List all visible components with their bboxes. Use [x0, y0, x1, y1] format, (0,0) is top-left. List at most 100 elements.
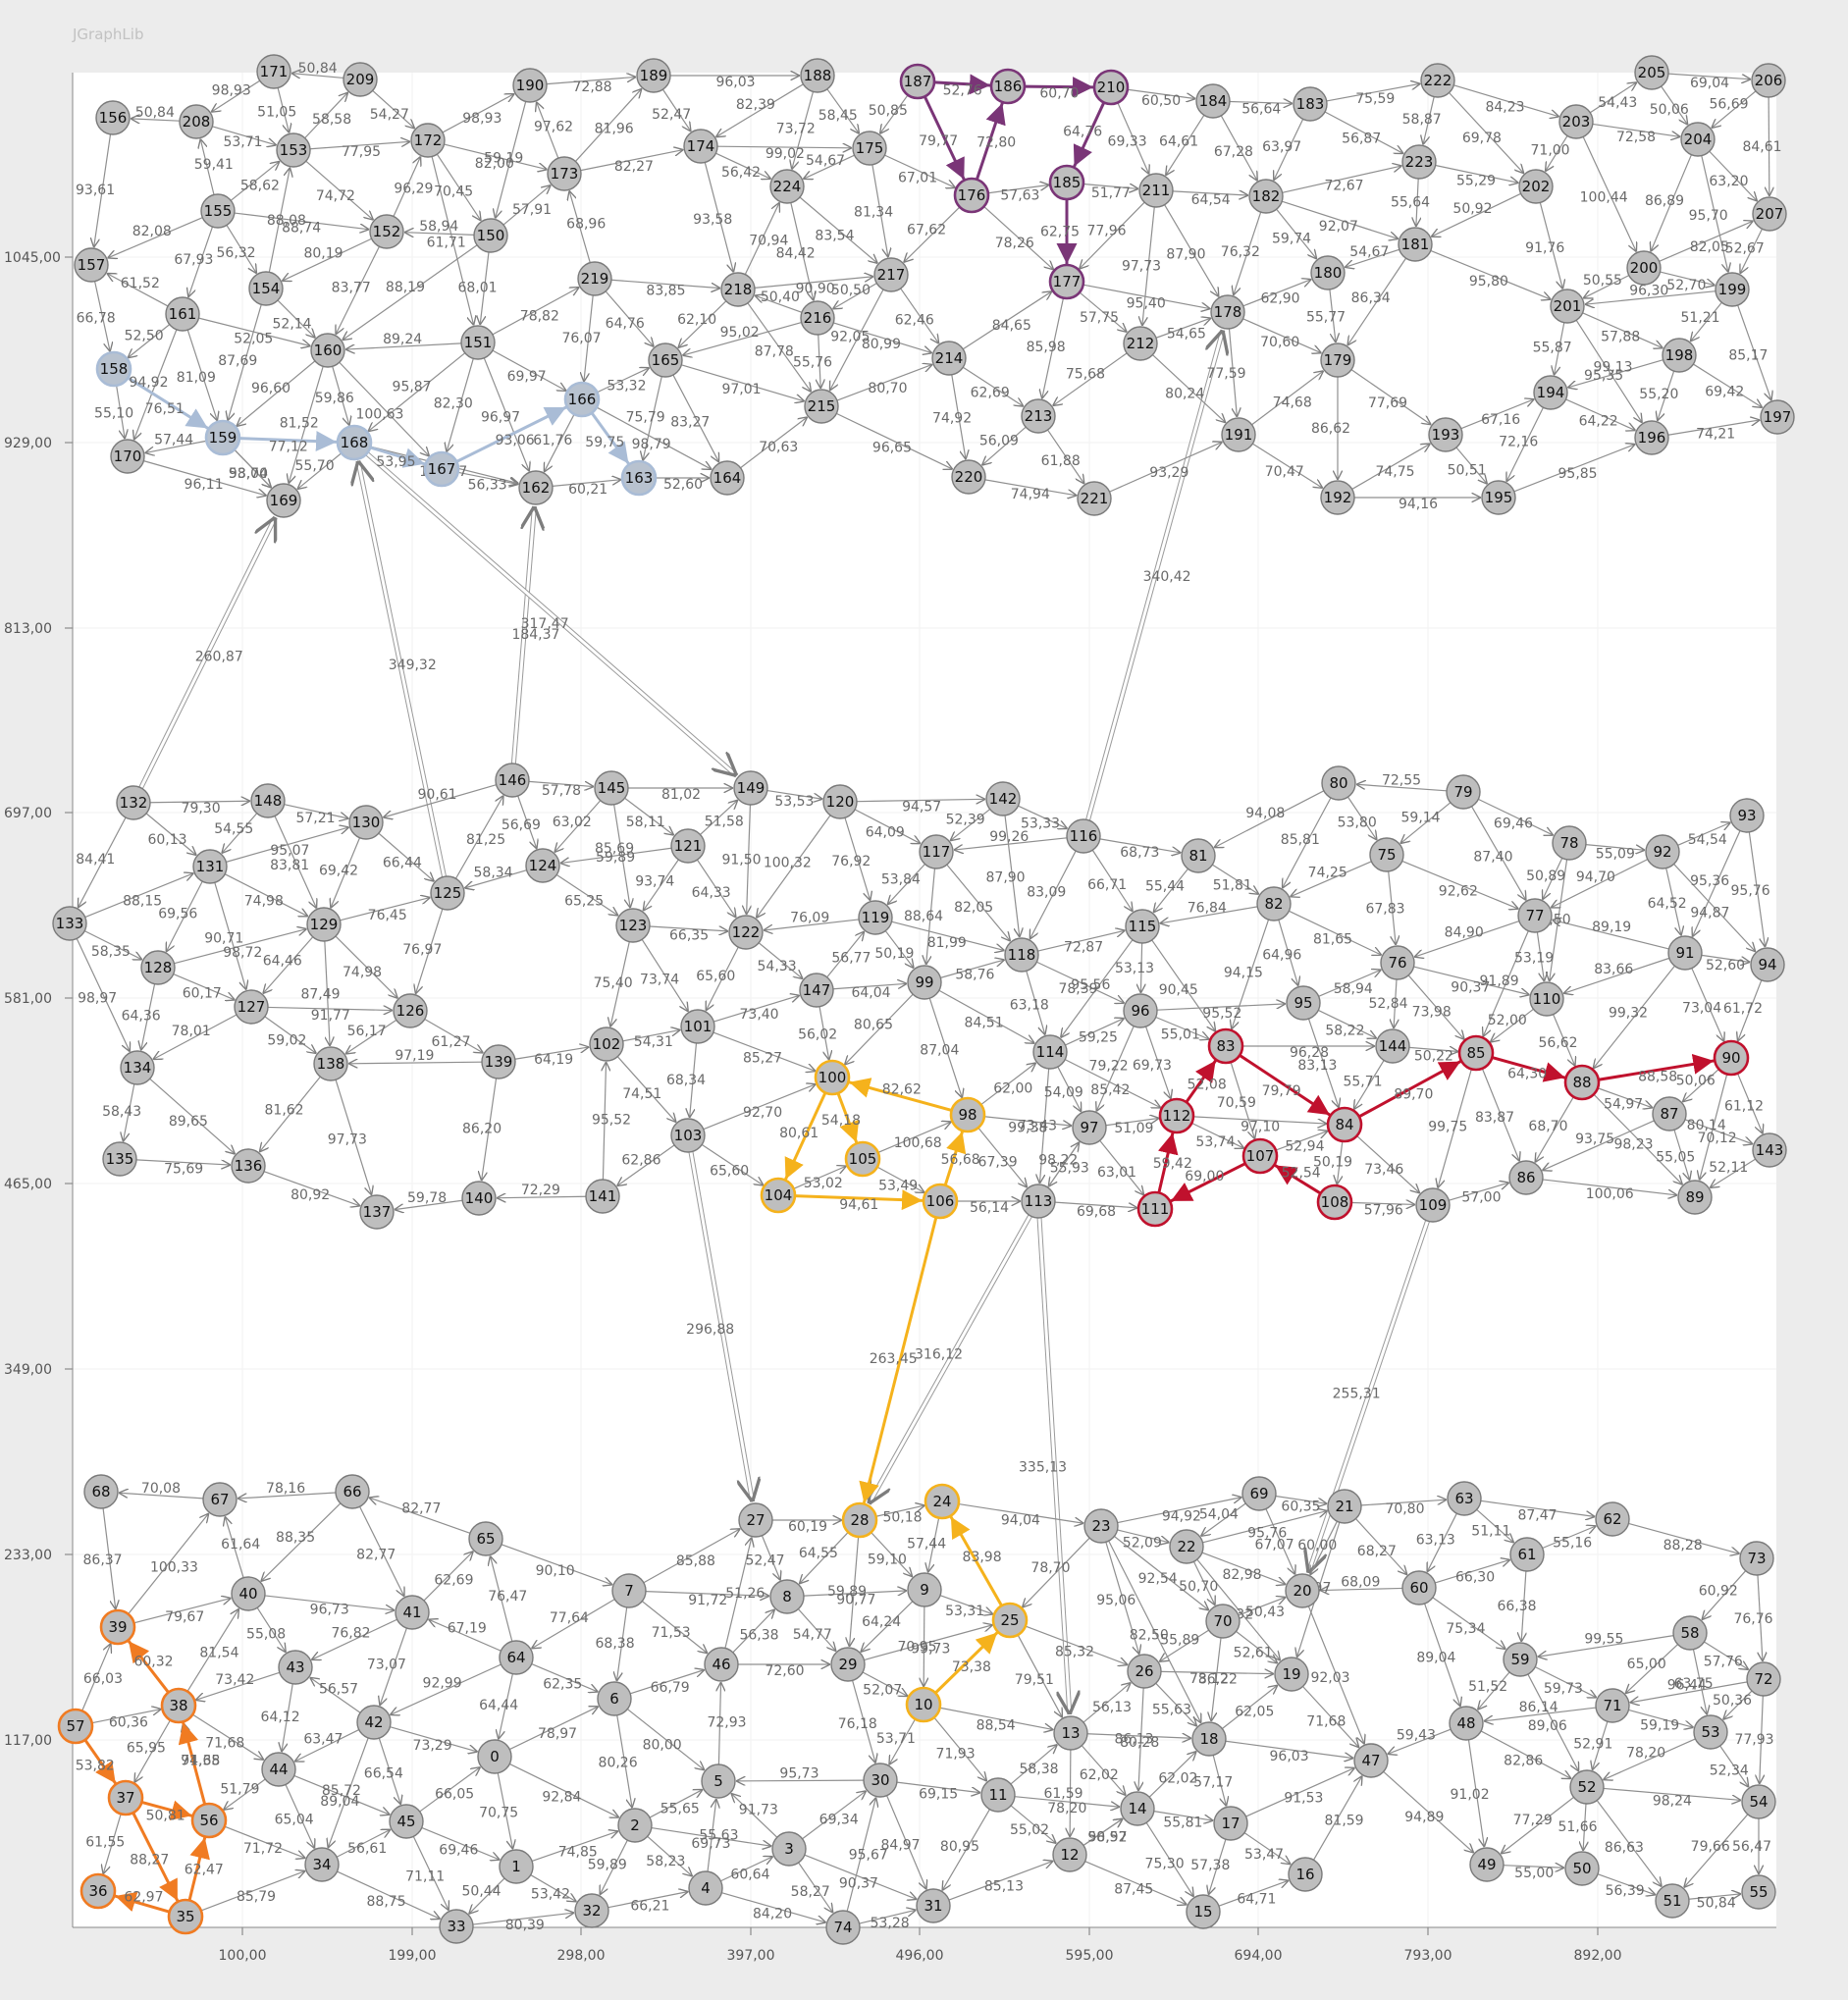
- node-circle[interactable]: [1529, 981, 1564, 1017]
- node-circle[interactable]: [518, 470, 554, 505]
- node-circle[interactable]: [1760, 399, 1795, 435]
- graph-node[interactable]: 148: [250, 783, 286, 818]
- node-circle[interactable]: [304, 1847, 340, 1882]
- graph-node[interactable]: 184: [1195, 83, 1231, 119]
- node-circle[interactable]: [99, 1608, 136, 1646]
- graph-node[interactable]: 152: [369, 214, 404, 249]
- node-circle[interactable]: [1310, 255, 1346, 290]
- graph-node[interactable]: 91: [1667, 935, 1703, 971]
- graph-node[interactable]: 41: [395, 1595, 430, 1630]
- graph-node[interactable]: 17: [1213, 1806, 1248, 1841]
- node-circle[interactable]: [393, 993, 428, 1028]
- node-circle[interactable]: [1320, 342, 1355, 378]
- node-circle[interactable]: [760, 1177, 797, 1214]
- node-circle[interactable]: [306, 907, 342, 942]
- graph-node[interactable]: 201: [1550, 289, 1585, 324]
- node-circle[interactable]: [1353, 1743, 1389, 1778]
- node-circle[interactable]: [1092, 69, 1130, 106]
- node-circle[interactable]: [1713, 1039, 1750, 1077]
- graph-node[interactable]: 180: [1310, 255, 1346, 290]
- node-circle[interactable]: [167, 1898, 204, 1935]
- node-circle[interactable]: [680, 1009, 715, 1044]
- node-circle[interactable]: [1169, 1529, 1204, 1564]
- node-circle[interactable]: [1595, 1688, 1630, 1723]
- node-circle[interactable]: [710, 460, 745, 496]
- graph-node[interactable]: 160: [310, 333, 345, 368]
- graph-node[interactable]: 50: [1564, 1851, 1600, 1886]
- graph-node[interactable]: 122: [728, 915, 764, 950]
- node-circle[interactable]: [1021, 1184, 1056, 1219]
- node-circle[interactable]: [1672, 1615, 1708, 1651]
- graph-node[interactable]: 154: [248, 271, 284, 306]
- node-circle[interactable]: [985, 781, 1021, 816]
- graph-node[interactable]: 105: [844, 1140, 881, 1178]
- graph-node[interactable]: 10: [905, 1686, 942, 1723]
- graph-node[interactable]: 205: [1634, 55, 1669, 90]
- node-circle[interactable]: [1558, 104, 1594, 139]
- graph-node[interactable]: 224: [769, 169, 805, 204]
- node-circle[interactable]: [1288, 1857, 1323, 1892]
- graph-node[interactable]: 217: [873, 257, 909, 292]
- graph-node[interactable]: 135: [102, 1141, 137, 1177]
- node-circle[interactable]: [1481, 480, 1516, 515]
- node-circle[interactable]: [1195, 83, 1231, 119]
- node-circle[interactable]: [771, 1831, 807, 1867]
- node-circle[interactable]: [800, 58, 835, 93]
- graph-node[interactable]: 25: [991, 1602, 1029, 1639]
- node-circle[interactable]: [1729, 798, 1765, 833]
- node-circle[interactable]: [1655, 1883, 1690, 1919]
- graph-node[interactable]: 32: [574, 1893, 609, 1928]
- node-circle[interactable]: [1508, 1160, 1544, 1195]
- node-circle[interactable]: [1564, 1851, 1600, 1886]
- graph-node[interactable]: 94: [1750, 947, 1785, 982]
- graph-node[interactable]: 216: [800, 300, 835, 336]
- node-circle[interactable]: [1205, 1604, 1241, 1639]
- graph-node[interactable]: 200: [1626, 250, 1662, 286]
- node-circle[interactable]: [1256, 886, 1292, 921]
- node-circle[interactable]: [683, 129, 718, 164]
- graph-node[interactable]: 169: [266, 483, 301, 518]
- node-circle[interactable]: [905, 1686, 942, 1723]
- node-circle[interactable]: [1375, 1028, 1410, 1064]
- graph-node[interactable]: 210: [1092, 69, 1130, 106]
- graph-node[interactable]: 90: [1713, 1039, 1750, 1077]
- node-circle[interactable]: [278, 1650, 313, 1685]
- graph-node[interactable]: 143: [1752, 1132, 1787, 1168]
- node-circle[interactable]: [1210, 294, 1245, 330]
- graph-node[interactable]: 24: [924, 1483, 961, 1520]
- graph-node[interactable]: 89: [1677, 1180, 1713, 1215]
- node-circle[interactable]: [769, 169, 805, 204]
- graph-node[interactable]: 78: [1552, 825, 1587, 861]
- node-circle[interactable]: [190, 1802, 228, 1839]
- graph-node[interactable]: 208: [179, 104, 214, 139]
- node-circle[interactable]: [688, 1870, 723, 1906]
- graph-node[interactable]: 220: [951, 459, 986, 495]
- node-circle[interactable]: [1552, 825, 1587, 861]
- node-circle[interactable]: [1286, 985, 1321, 1021]
- graph-node[interactable]: 73: [1739, 1541, 1774, 1576]
- graph-node[interactable]: 72: [1746, 1661, 1781, 1697]
- node-circle[interactable]: [359, 1194, 395, 1230]
- node-circle[interactable]: [1083, 1508, 1119, 1544]
- node-circle[interactable]: [256, 54, 291, 89]
- node-circle[interactable]: [525, 848, 560, 883]
- node-circle[interactable]: [1634, 55, 1669, 90]
- node-circle[interactable]: [907, 1572, 942, 1607]
- graph-node[interactable]: 43: [278, 1650, 313, 1685]
- node-circle[interactable]: [248, 271, 284, 306]
- node-circle[interactable]: [1320, 480, 1355, 515]
- node-circle[interactable]: [389, 1804, 424, 1839]
- graph-node[interactable]: 219: [577, 261, 612, 296]
- node-circle[interactable]: [499, 1640, 534, 1675]
- graph-node[interactable]: 175: [852, 131, 887, 166]
- node-circle[interactable]: [1662, 338, 1697, 373]
- graph-node[interactable]: 203: [1558, 104, 1594, 139]
- node-circle[interactable]: [1158, 1097, 1195, 1134]
- node-circle[interactable]: [924, 1483, 961, 1520]
- graph-node[interactable]: 149: [733, 770, 768, 806]
- node-circle[interactable]: [250, 783, 286, 818]
- graph-node[interactable]: 98: [949, 1096, 986, 1133]
- node-circle[interactable]: [585, 1179, 620, 1214]
- node-circle[interactable]: [701, 1763, 736, 1799]
- node-circle[interactable]: [1191, 1721, 1227, 1757]
